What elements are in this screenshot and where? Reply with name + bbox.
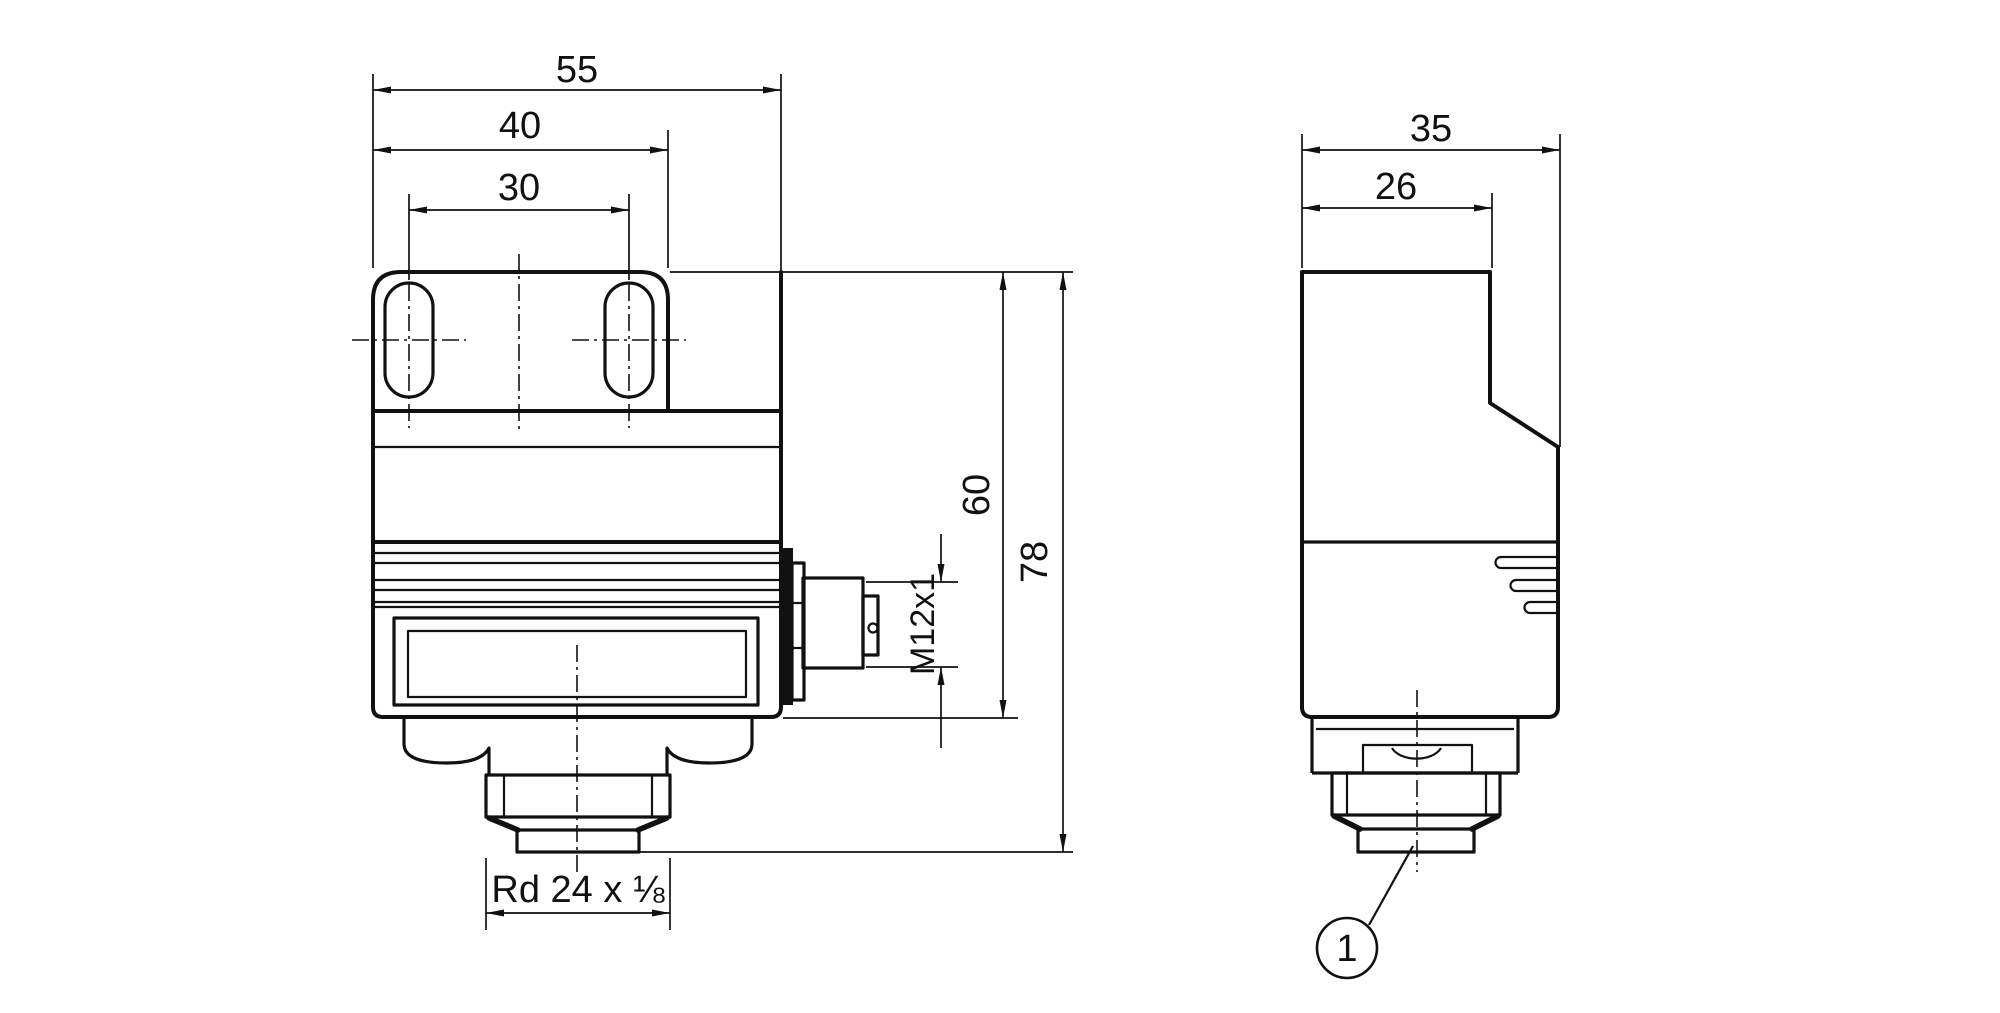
side-view: 35 26 1 xyxy=(1300,108,1561,980)
plug-chamfer xyxy=(1469,813,1501,832)
label-plate-outer xyxy=(392,616,760,707)
plug-collar xyxy=(1330,771,1502,817)
dim-overall-depth-label: 35 xyxy=(1410,108,1452,150)
side-body-outline xyxy=(1300,270,1560,719)
connector-keyway xyxy=(867,622,879,634)
callout-1: 1 xyxy=(1315,845,1414,980)
plug-chamfer xyxy=(635,815,670,833)
dim-hole-spacing-label: 30 xyxy=(498,167,540,209)
flange-right-foot xyxy=(665,717,754,775)
m12-connector xyxy=(781,548,880,705)
vent-groove xyxy=(1523,600,1557,615)
leader-line xyxy=(1368,845,1414,926)
dim-overall-width-label: 55 xyxy=(556,49,598,91)
rd24-plug xyxy=(484,773,672,854)
dimension-lines-front xyxy=(373,86,1067,917)
front-view: 55 40 30 60 78 M12x1 Rd 24 x ⅛ xyxy=(352,49,1073,930)
m12-thread-label: M12x1 xyxy=(904,573,942,675)
vent-groove xyxy=(1509,578,1557,593)
flange-left-foot xyxy=(402,717,491,775)
bracket-outline xyxy=(371,270,670,413)
dim-body-height-label: 60 xyxy=(956,474,998,516)
plug-tip xyxy=(515,828,641,854)
rd24-thread-label: Rd 24 x ⅛ xyxy=(491,869,665,911)
side-rd24-plug xyxy=(1330,771,1502,854)
extension-lines-front xyxy=(372,74,1073,930)
dim-bracket-width-label: 40 xyxy=(499,105,541,147)
plug-chamfer xyxy=(1331,813,1363,832)
base-flange xyxy=(402,717,754,775)
dim-overall-height-label: 78 xyxy=(1014,541,1056,583)
connector-base xyxy=(781,548,793,705)
connector-thread-cylinder xyxy=(801,576,865,670)
plug-tip xyxy=(1356,827,1476,854)
mounting-bracket xyxy=(371,270,670,413)
centerlines-front xyxy=(352,254,686,872)
plug-chamfer xyxy=(486,815,521,833)
side-base-flange xyxy=(1310,717,1520,775)
extension-lines-side xyxy=(1301,134,1561,447)
dimension-lines-side xyxy=(1302,146,1560,212)
dim-top-depth-label: 26 xyxy=(1375,166,1417,208)
rib-grooves xyxy=(371,540,783,609)
vent-groove xyxy=(1494,555,1557,570)
callout-1-label: 1 xyxy=(1336,928,1357,970)
vent-grooves xyxy=(1494,555,1557,615)
plug-collar xyxy=(484,773,672,819)
callout-1-circle xyxy=(1315,916,1379,980)
side-body xyxy=(1300,270,1560,719)
